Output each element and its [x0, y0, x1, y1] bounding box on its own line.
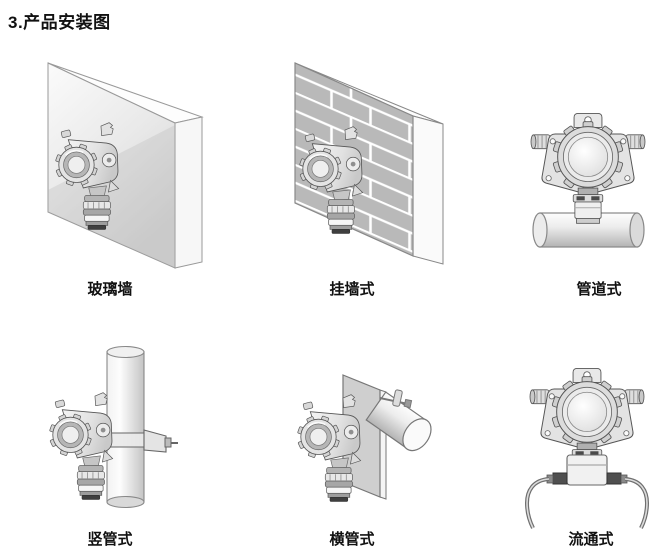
page-title: 3.产品安装图: [8, 13, 111, 32]
pipe-clamp: [102, 429, 178, 453]
figure-pipeline: [530, 112, 646, 248]
caption-wall-mount: 挂墙式: [329, 281, 375, 298]
gas-tubes: [524, 477, 650, 529]
figure-glass-wall: [47, 62, 204, 269]
caption-horizontal-pipe: 横管式: [329, 531, 375, 548]
figure-horizontal-pipe: [296, 374, 432, 503]
angled-pipe: [365, 391, 432, 452]
figure-wall-mount: [294, 62, 444, 265]
figure-vertical-pipe: [48, 345, 178, 509]
vertical-pipe: [106, 345, 145, 509]
figure-flow-through: [524, 367, 650, 529]
gas-detector-front-illustration: [530, 112, 646, 224]
caption-pipeline: 管道式: [576, 281, 622, 298]
gas-detector-side-illustration: [48, 391, 114, 501]
glass-wall-side-face: [174, 116, 203, 269]
mount-bolt: [379, 389, 413, 409]
caption-glass-wall: 玻璃墙: [87, 281, 133, 298]
flow-cell: [546, 454, 628, 486]
brick-wall-side-face: [412, 115, 444, 265]
glass-wall-reflection: [48, 125, 175, 268]
caption-vertical-pipe: 竖管式: [87, 531, 133, 548]
caption-flow-through: 流通式: [568, 531, 614, 548]
